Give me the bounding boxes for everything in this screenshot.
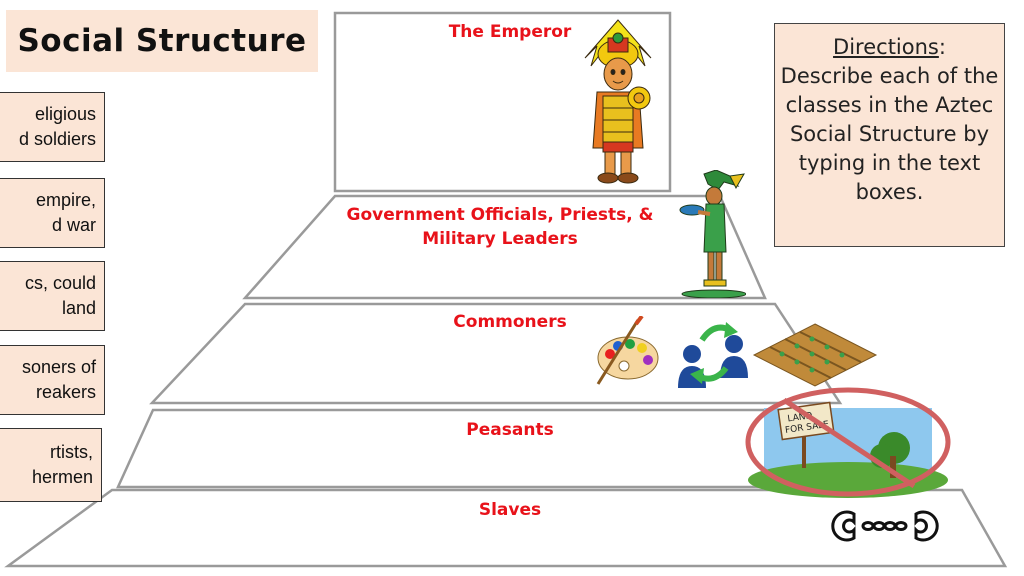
text-box-commoners[interactable]: cs, could land bbox=[0, 261, 105, 331]
handcuffs-icon bbox=[831, 510, 939, 542]
priest-figure-icon bbox=[679, 170, 746, 298]
level-label-slaves: Slaves bbox=[478, 500, 542, 520]
paint-palette-icon bbox=[596, 316, 659, 385]
directions-heading: Directions bbox=[833, 35, 939, 59]
text-box-peasants[interactable]: soners of reakers bbox=[0, 345, 105, 415]
people-exchange-icon bbox=[678, 322, 748, 388]
emperor-figure-icon bbox=[584, 19, 652, 184]
level-label-officials: Government Officials, Priests, & Militar… bbox=[346, 205, 654, 249]
directions-body: Describe each of the classes in the Azte… bbox=[780, 64, 999, 204]
title-box: Social Structure bbox=[6, 10, 318, 72]
level-label-emperor: The Emperor bbox=[448, 22, 572, 42]
text-box-emperor[interactable]: eligious d soldiers bbox=[0, 92, 105, 162]
text-box-slaves[interactable]: rtists, hermen bbox=[0, 428, 102, 502]
farm-field-icon bbox=[752, 323, 878, 387]
no-land-for-sale-icon: LAND FOR SALE bbox=[745, 387, 951, 498]
level-label-peasants: Peasants bbox=[466, 420, 554, 440]
page-title: Social Structure bbox=[17, 23, 307, 59]
text-box-officials[interactable]: empire, d war bbox=[0, 178, 105, 248]
directions-box: Directions: Describe each of the classes… bbox=[774, 23, 1005, 247]
pyramid-level-commoners bbox=[149, 302, 843, 405]
directions-colon: : bbox=[938, 35, 946, 59]
pyramid-level-slaves bbox=[4, 488, 1008, 568]
pyramid-level-officials bbox=[242, 194, 767, 300]
level-label-commoners: Commoners bbox=[453, 312, 567, 332]
